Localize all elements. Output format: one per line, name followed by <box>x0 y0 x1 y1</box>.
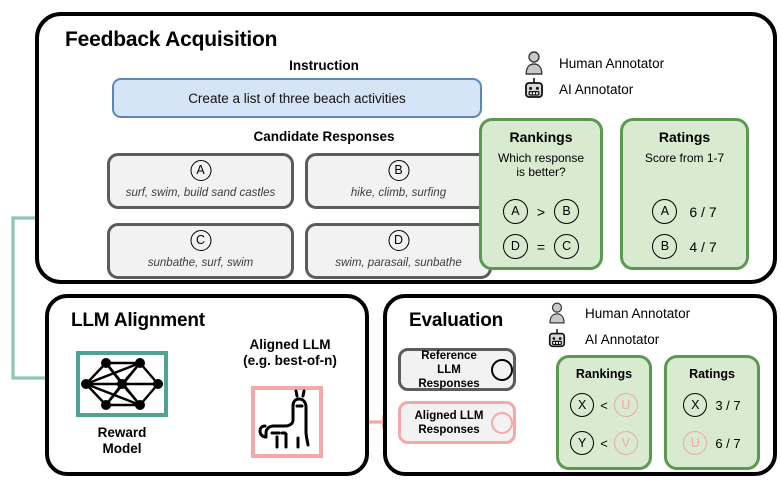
candidate-letter-b: B <box>388 160 409 181</box>
evaluation-ratings-box: Ratings X 3 / 7 U 6 / 7 <box>664 355 760 470</box>
feedback-ratings-subtitle: Score from 1-7 <box>644 151 725 165</box>
evaluation-rankings-title: Rankings <box>575 367 633 381</box>
annotator-legend-evaluation: Human Annotator AI Annotator <box>545 300 690 352</box>
ai-annotator-robot-icon <box>545 328 569 350</box>
rating-score-1: 6 / 7 <box>689 203 717 220</box>
eval-rating-score-2: 6 / 7 <box>715 435 741 451</box>
feedback-rankings-title: Rankings <box>509 129 573 145</box>
feedback-rating-row-2: B 4 / 7 <box>623 234 746 259</box>
eval-ranking-left-1: X <box>570 393 595 417</box>
instruction-text: Create a list of three beach activities <box>188 90 406 106</box>
eval-ranking-right-1: U <box>613 393 638 417</box>
evaluation-ratings-title: Ratings <box>689 367 735 381</box>
candidate-response-c[interactable]: C sunbathe, surf, swim <box>107 223 294 279</box>
evaluation-ranking-row-1: X < U <box>559 393 649 417</box>
aligned-llm-responses-box[interactable]: Aligned LLM Responses <box>398 401 516 444</box>
candidate-letter-a: A <box>190 160 211 181</box>
evaluation-rating-row-2: U 6 / 7 <box>667 431 757 455</box>
evaluation-rating-row-1: X 3 / 7 <box>667 393 757 417</box>
eval-rating-score-1: 3 / 7 <box>715 397 741 413</box>
reference-llm-responses-label: Reference LLM Responses <box>418 349 480 390</box>
evaluation-rankings-box: Rankings X < U Y < V <box>556 355 652 470</box>
candidate-responses-label: Candidate Responses <box>253 129 395 144</box>
legend-row-human: Human Annotator <box>522 50 664 76</box>
candidate-letter-c: C <box>190 230 211 251</box>
eval-ranking-operator-2: < <box>600 435 608 451</box>
eval-ranking-left-2: Y <box>570 431 595 455</box>
instruction-box: Create a list of three beach activities <box>112 78 482 118</box>
page-title-evaluation: Evaluation <box>409 310 504 331</box>
legend-label-ai: AI Annotator <box>559 81 634 97</box>
reward-model-label: Reward Model <box>97 425 147 456</box>
candidate-text-b: hike, climb, surfing <box>350 187 447 199</box>
candidate-response-d[interactable]: D swim, parasail, sunbathe <box>305 223 492 279</box>
ranking-left-1: A <box>502 199 528 224</box>
candidate-letter-d: D <box>388 230 409 251</box>
feedback-rating-row-1: A 6 / 7 <box>623 199 746 224</box>
reference-response-circle-icon <box>491 358 513 381</box>
ranking-right-1: B <box>554 199 580 224</box>
page-title-feedback-acquisition: Feedback Acquisition <box>65 28 278 51</box>
evaluation-ranking-row-2: Y < V <box>559 431 649 455</box>
ranking-operator-1: > <box>536 203 546 220</box>
legend-row-human: Human Annotator <box>545 300 690 326</box>
human-annotator-icon <box>545 302 569 324</box>
eval-ranking-operator-1: < <box>600 397 608 413</box>
feedback-ratings-box: Ratings Score from 1-7 A 6 / 7 B 4 / 7 <box>620 118 749 270</box>
neural-network-icon <box>76 351 168 417</box>
page-title-llm-alignment: LLM Alignment <box>71 310 205 331</box>
human-annotator-icon <box>522 51 546 75</box>
candidate-text-d: swim, parasail, sunbathe <box>335 257 462 269</box>
feedback-ranking-row-2: D = C <box>482 234 600 259</box>
candidate-text-a: surf, swim, build sand castles <box>125 187 276 199</box>
eval-rating-item-1: X <box>683 393 708 417</box>
aligned-llm-label: Aligned LLM (e.g. best-of-n) <box>243 337 337 368</box>
reference-llm-responses-box[interactable]: Reference LLM Responses <box>398 348 516 391</box>
ranking-operator-2: = <box>536 238 546 255</box>
eval-ranking-right-2: V <box>613 431 638 455</box>
legend-row-ai: AI Annotator <box>522 76 664 102</box>
eval-rating-item-2: U <box>683 431 708 455</box>
candidate-text-c: sunbathe, surf, swim <box>147 257 254 269</box>
legend-label-human: Human Annotator <box>585 305 691 321</box>
ai-annotator-robot-icon <box>522 77 546 101</box>
ranking-right-2: C <box>554 234 580 259</box>
llama-icon <box>251 386 323 458</box>
rating-item-1: A <box>652 199 678 224</box>
candidate-response-b[interactable]: B hike, climb, surfing <box>305 153 492 209</box>
instruction-label: Instruction <box>289 58 359 73</box>
legend-row-ai: AI Annotator <box>545 326 690 352</box>
feedback-rankings-box: Rankings Which response is better? A > B… <box>479 118 603 270</box>
feedback-ratings-title: Ratings <box>658 129 711 145</box>
aligned-response-circle-icon <box>491 411 513 434</box>
rating-score-2: 4 / 7 <box>689 238 717 255</box>
legend-label-human: Human Annotator <box>559 55 665 71</box>
rating-item-2: B <box>652 234 678 259</box>
aligned-llm-responses-label: Aligned LLM Responses <box>414 409 484 436</box>
ranking-left-2: D <box>502 234 528 259</box>
feedback-rankings-subtitle: Which response is better? <box>497 151 585 179</box>
candidate-response-a[interactable]: A surf, swim, build sand castles <box>107 153 294 209</box>
annotator-legend-feedback: Human Annotator AI Annotator <box>522 50 664 102</box>
legend-label-ai: AI Annotator <box>585 331 660 347</box>
feedback-ranking-row-1: A > B <box>482 199 600 224</box>
